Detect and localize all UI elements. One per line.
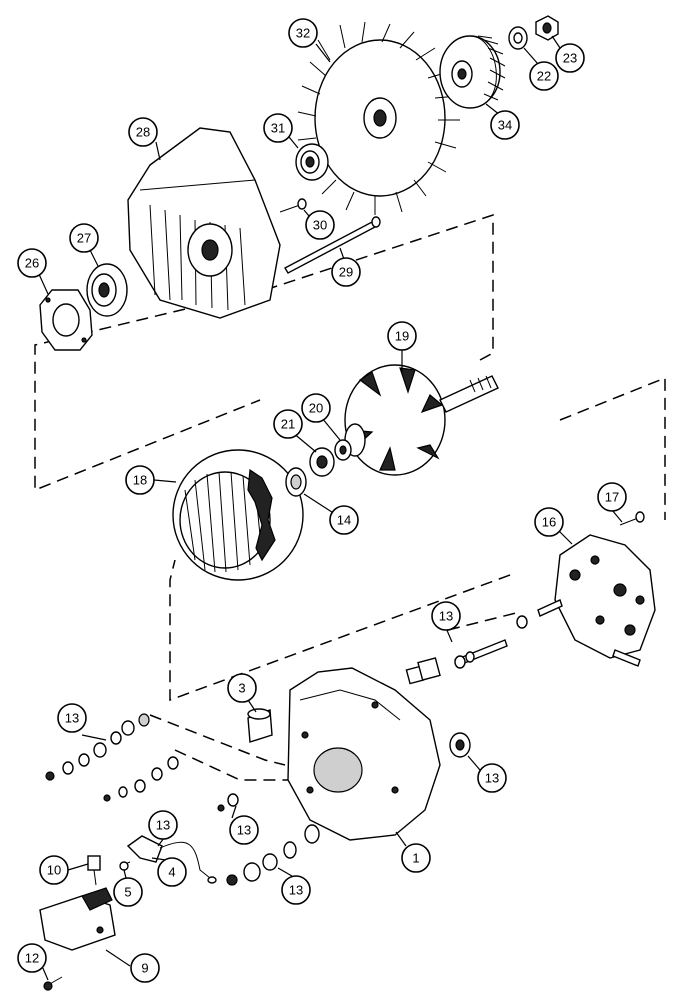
svg-text:30: 30 bbox=[313, 218, 327, 233]
svg-text:22: 22 bbox=[537, 69, 551, 84]
bearing-retainer-plate bbox=[39, 289, 93, 351]
svg-text:17: 17 bbox=[605, 490, 619, 505]
hardware-row-upper bbox=[45, 713, 150, 781]
callout-13-upper-row: 13 bbox=[57, 703, 87, 733]
stator bbox=[172, 449, 304, 581]
rotor bbox=[344, 364, 499, 476]
callout-31: 31 bbox=[263, 113, 293, 143]
voltage-regulator bbox=[39, 887, 116, 951]
terminal-stud bbox=[405, 615, 528, 685]
callout-32: 32 bbox=[288, 18, 318, 48]
pulley bbox=[439, 35, 506, 109]
svg-text:29: 29 bbox=[339, 265, 353, 280]
svg-text:5: 5 bbox=[124, 885, 131, 900]
dashed-hardware-line-2 bbox=[174, 749, 290, 781]
through-bolt bbox=[284, 216, 381, 274]
svg-text:13: 13 bbox=[237, 823, 251, 838]
rear-bearing bbox=[86, 263, 128, 317]
brush-connector bbox=[87, 855, 101, 886]
small-nuts bbox=[217, 793, 239, 812]
callout-28: 28 bbox=[128, 117, 158, 147]
callout-13-lower-row: 13 bbox=[281, 875, 311, 905]
callout-19: 19 bbox=[387, 321, 417, 351]
svg-text:13: 13 bbox=[156, 818, 170, 833]
slip-ring bbox=[334, 439, 352, 461]
hardware-row-middle bbox=[103, 756, 179, 802]
callout-21: 21 bbox=[273, 409, 303, 439]
svg-text:1: 1 bbox=[412, 851, 419, 866]
callout-13-small-nuts: 13 bbox=[229, 815, 259, 845]
callout-12: 12 bbox=[17, 943, 47, 973]
callout-34: 34 bbox=[490, 110, 520, 140]
callout-14: 14 bbox=[329, 505, 359, 535]
svg-text:4: 4 bbox=[168, 865, 175, 880]
callout-13-right-nut: 13 bbox=[477, 763, 507, 793]
callout-16: 16 bbox=[534, 507, 564, 537]
svg-text:21: 21 bbox=[281, 417, 295, 432]
svg-text:23: 23 bbox=[563, 51, 577, 66]
callout-3: 3 bbox=[227, 673, 257, 703]
rectifier-plate bbox=[537, 534, 656, 667]
front-bearing bbox=[295, 143, 329, 181]
svg-text:13: 13 bbox=[65, 711, 79, 726]
pulley-nut bbox=[535, 15, 559, 41]
screw bbox=[279, 198, 307, 213]
svg-text:19: 19 bbox=[395, 329, 409, 344]
callout-29: 29 bbox=[331, 257, 361, 287]
hardware-row-lower bbox=[226, 824, 320, 886]
fan bbox=[297, 21, 460, 215]
bearing-21 bbox=[309, 447, 335, 477]
callout-5: 5 bbox=[113, 877, 143, 907]
callout-30: 30 bbox=[305, 210, 335, 240]
svg-text:9: 9 bbox=[141, 961, 148, 976]
slip-ring-end-housing bbox=[287, 667, 441, 841]
svg-text:13: 13 bbox=[485, 771, 499, 786]
dashed-hardware-line-1 bbox=[149, 714, 286, 766]
callout-27: 27 bbox=[69, 223, 99, 253]
dashed-assembly-line-lower bbox=[169, 376, 666, 702]
svg-text:3: 3 bbox=[238, 681, 245, 696]
svg-text:12: 12 bbox=[25, 951, 39, 966]
callout-13-stud: 13 bbox=[431, 601, 461, 631]
callout-4: 4 bbox=[157, 857, 187, 887]
svg-text:18: 18 bbox=[133, 473, 147, 488]
callout-18: 18 bbox=[125, 465, 155, 495]
leader-lines bbox=[37, 35, 623, 981]
suppression-capacitor bbox=[126, 835, 217, 884]
dashed-hardware-line-3 bbox=[447, 611, 521, 631]
drive-end-housing bbox=[127, 127, 281, 319]
svg-text:20: 20 bbox=[309, 401, 323, 416]
callout-13-capacitor: 13 bbox=[148, 810, 178, 840]
svg-text:10: 10 bbox=[47, 863, 61, 878]
svg-text:34: 34 bbox=[498, 118, 512, 133]
svg-text:27: 27 bbox=[77, 231, 91, 246]
svg-text:13: 13 bbox=[439, 609, 453, 624]
svg-text:32: 32 bbox=[296, 26, 310, 41]
callout-1: 1 bbox=[401, 843, 431, 873]
callout-26: 26 bbox=[17, 248, 47, 278]
spacer-ring bbox=[285, 467, 307, 497]
svg-text:26: 26 bbox=[25, 256, 39, 271]
regulator-screw bbox=[43, 976, 63, 991]
svg-text:16: 16 bbox=[542, 515, 556, 530]
svg-text:14: 14 bbox=[337, 513, 351, 528]
callout-9: 9 bbox=[130, 953, 160, 983]
svg-text:31: 31 bbox=[271, 121, 285, 136]
spacer-bushing bbox=[247, 708, 273, 743]
callout-23: 23 bbox=[555, 43, 585, 73]
callout-10: 10 bbox=[39, 855, 69, 885]
rectifier-screw bbox=[619, 511, 645, 526]
svg-text:28: 28 bbox=[136, 125, 150, 140]
callout-17: 17 bbox=[597, 482, 627, 512]
callout-22: 22 bbox=[529, 61, 559, 91]
callout-20: 20 bbox=[301, 393, 331, 423]
svg-text:13: 13 bbox=[289, 883, 303, 898]
washer bbox=[508, 26, 528, 50]
housing-nut bbox=[449, 732, 471, 758]
capacitor-screw bbox=[119, 861, 131, 871]
